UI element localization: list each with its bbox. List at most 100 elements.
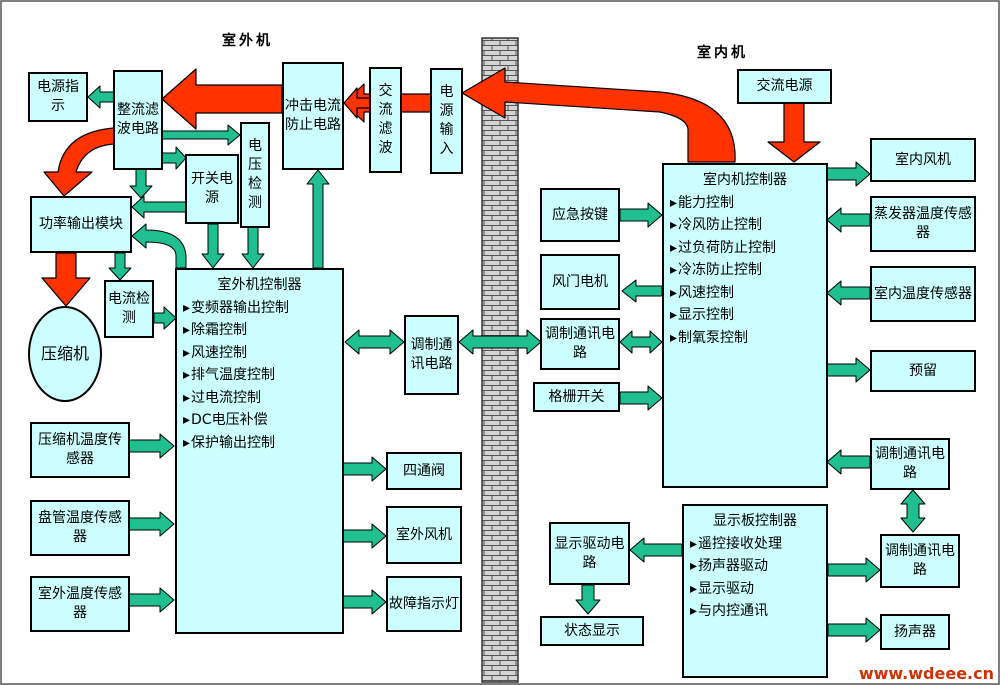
coil-temp-sensor-box: 盘管温度传感器 (30, 500, 130, 556)
outdoor-controller-box: 室外机控制器 变频器输出控制 除霜控制 风速控制 排气温度控制 过电流控制 DC… (175, 268, 344, 634)
signal-arrow-outtemp-sensor (128, 587, 175, 613)
display-controller-list: 遥控接收处理 扬声器驱动 显示驱动 与内控通讯 (690, 533, 820, 623)
outdoor-fan-box: 室外风机 (386, 506, 462, 564)
fault-light-box: 故障指示灯 (386, 576, 462, 632)
outdoor-controller-item: 除霜控制 (183, 319, 336, 342)
outdoor-controller-item: 风速控制 (183, 342, 336, 365)
current-detect-box: 电流检测 (104, 280, 154, 338)
power-module-box: 功率输出模块 (30, 196, 132, 253)
indoor-controller-box: 室内机控制器 能力控制 冷风防止控制 过负荷防止控制 冷冻防止控制 风速控制 显… (662, 163, 828, 488)
indoor-fan-box: 室内风机 (870, 138, 976, 182)
signal-arrows (87, 85, 926, 643)
signal-arrow-evap (826, 207, 871, 233)
reserved-box: 预留 (870, 350, 976, 392)
outdoor-unit-label: 室外机 (222, 33, 273, 49)
signal-arrow-driver-status (575, 584, 601, 615)
power-arrow-surge (161, 68, 283, 130)
indoor-controller-item: 显示控制 (670, 304, 820, 327)
indoor-controller-item: 冷冻防止控制 (670, 259, 820, 282)
signal-arrow-comm-vertical (900, 489, 926, 533)
signal-arrow-damper (621, 279, 663, 303)
indoor-controller-item: 能力控制 (670, 192, 820, 215)
signal-arrow-coil-sensor (128, 511, 175, 537)
signal-arrow-disp-driver (629, 537, 683, 563)
outdoor-controller-item: 保护输出控制 (183, 432, 336, 455)
rectifier-filter-box: 整流滤波电路 (113, 70, 163, 170)
signal-arrow-module-current (108, 252, 132, 281)
power-arrows (41, 67, 821, 307)
indoor-temp-sensor-box: 室内温度传感器 (870, 266, 976, 322)
grille-switch-box: 格栅开关 (533, 382, 620, 412)
outdoor-comm-box: 调制通讯电路 (404, 315, 459, 395)
signal-arrow-rect-module (129, 167, 153, 199)
indoor-controller-item: 制氧泵控制 (670, 327, 820, 350)
signal-arrow-current-ctrl (153, 306, 177, 330)
indoor-unit-label: 室内机 (697, 45, 748, 61)
signal-arrow-switch-module (131, 195, 187, 219)
signal-arrow-reserved (826, 357, 871, 383)
outdoor-controller-item: 过电流控制 (183, 387, 336, 410)
display-controller-item: 显示驱动 (690, 578, 820, 601)
signal-arrow-indoor-comm (619, 330, 663, 354)
power-arrow-filter (343, 87, 371, 119)
display-controller-item: 与内控通讯 (690, 600, 820, 623)
signal-arrow-ctrl-comm (344, 329, 405, 355)
signal-arrow-rect-volt (161, 124, 241, 146)
ac-filter-box: 交流滤波 (369, 67, 402, 173)
wall-brick (481, 37, 519, 683)
surge-protection-box: 冲击电流防止电路 (282, 62, 344, 170)
signal-arrow-comp-sensor (128, 433, 175, 459)
power-input-box: 电源输入 (430, 68, 463, 174)
ac-power-box: 交流电源 (737, 69, 832, 104)
signal-arrow-emergency (619, 202, 663, 228)
power-arrow-ac (767, 102, 821, 163)
watermark: www.wdeee.cn (858, 664, 994, 683)
compressor-circle: 压缩机 (28, 306, 102, 402)
indoor-comm-bottom-box: 调制通讯电路 (880, 534, 960, 588)
power-arrow-curve (43, 127, 115, 197)
signal-arrow-disp-comm (827, 557, 881, 583)
outdoor-controller-list: 变频器输出控制 除霜控制 风速控制 排气温度控制 过电流控制 DC电压补偿 保护… (183, 297, 336, 455)
power-arrow-compressor (41, 252, 91, 307)
outdoor-temp-sensor-box: 室外温度传感器 (30, 576, 130, 632)
signal-arrow-fourway (342, 456, 387, 482)
signal-arrow-grille (619, 385, 663, 411)
display-controller-title: 显示板控制器 (713, 513, 797, 529)
signal-arrow-intemp (826, 280, 871, 306)
indoor-controller-list: 能力控制 冷风防止控制 过负荷防止控制 冷冻防止控制 风速控制 显示控制 制氧泵… (670, 192, 820, 350)
indoor-controller-item: 过负荷防止控制 (670, 237, 820, 260)
signal-arrow-indicator (87, 85, 115, 109)
display-controller-box: 显示板控制器 遥控接收处理 扬声器驱动 显示驱动 与内控通讯 (682, 504, 828, 678)
indoor-controller-title: 室内机控制器 (703, 172, 787, 188)
evaporator-sensor-box: 蒸发器温度传感器 (870, 196, 976, 252)
signal-arrow-rect-switch (161, 146, 187, 170)
signal-arrow-ctrl-surge (306, 169, 330, 269)
switch-power-box: 开关电源 (185, 154, 239, 224)
compressor-temp-sensor-box: 压缩机温度传感器 (30, 422, 130, 478)
voltage-detect-box: 电压检测 (240, 122, 270, 228)
signal-arrow-speaker (827, 617, 881, 643)
speaker-box: 扬声器 (880, 614, 950, 650)
four-way-valve-box: 四通阀 (386, 452, 462, 490)
display-controller-item: 遥控接收处理 (690, 533, 820, 556)
emergency-key-box: 应急按键 (540, 188, 620, 242)
power-arrow-main (461, 67, 736, 163)
status-display-box: 状态显示 (540, 616, 644, 646)
display-driver-box: 显示驱动电路 (549, 522, 630, 585)
signal-arrow-comm-right (826, 449, 871, 475)
power-indicator-box: 电源指示 (28, 72, 88, 122)
signal-arrow-volt-ctrl (241, 226, 265, 269)
outdoor-controller-item: DC电压补偿 (183, 409, 336, 432)
signal-arrow-fault (342, 589, 387, 615)
signal-arrow-ctrl-module (131, 223, 187, 269)
display-controller-item: 扬声器驱动 (690, 555, 820, 578)
signal-arrow-infan (826, 161, 871, 187)
signal-arrow-outfan (342, 523, 387, 549)
outdoor-controller-item: 变频器输出控制 (183, 297, 336, 320)
outdoor-controller-item: 排气温度控制 (183, 364, 336, 387)
signal-arrow-switch-ctrl (201, 223, 225, 269)
damper-motor-box: 风门电机 (540, 254, 620, 310)
